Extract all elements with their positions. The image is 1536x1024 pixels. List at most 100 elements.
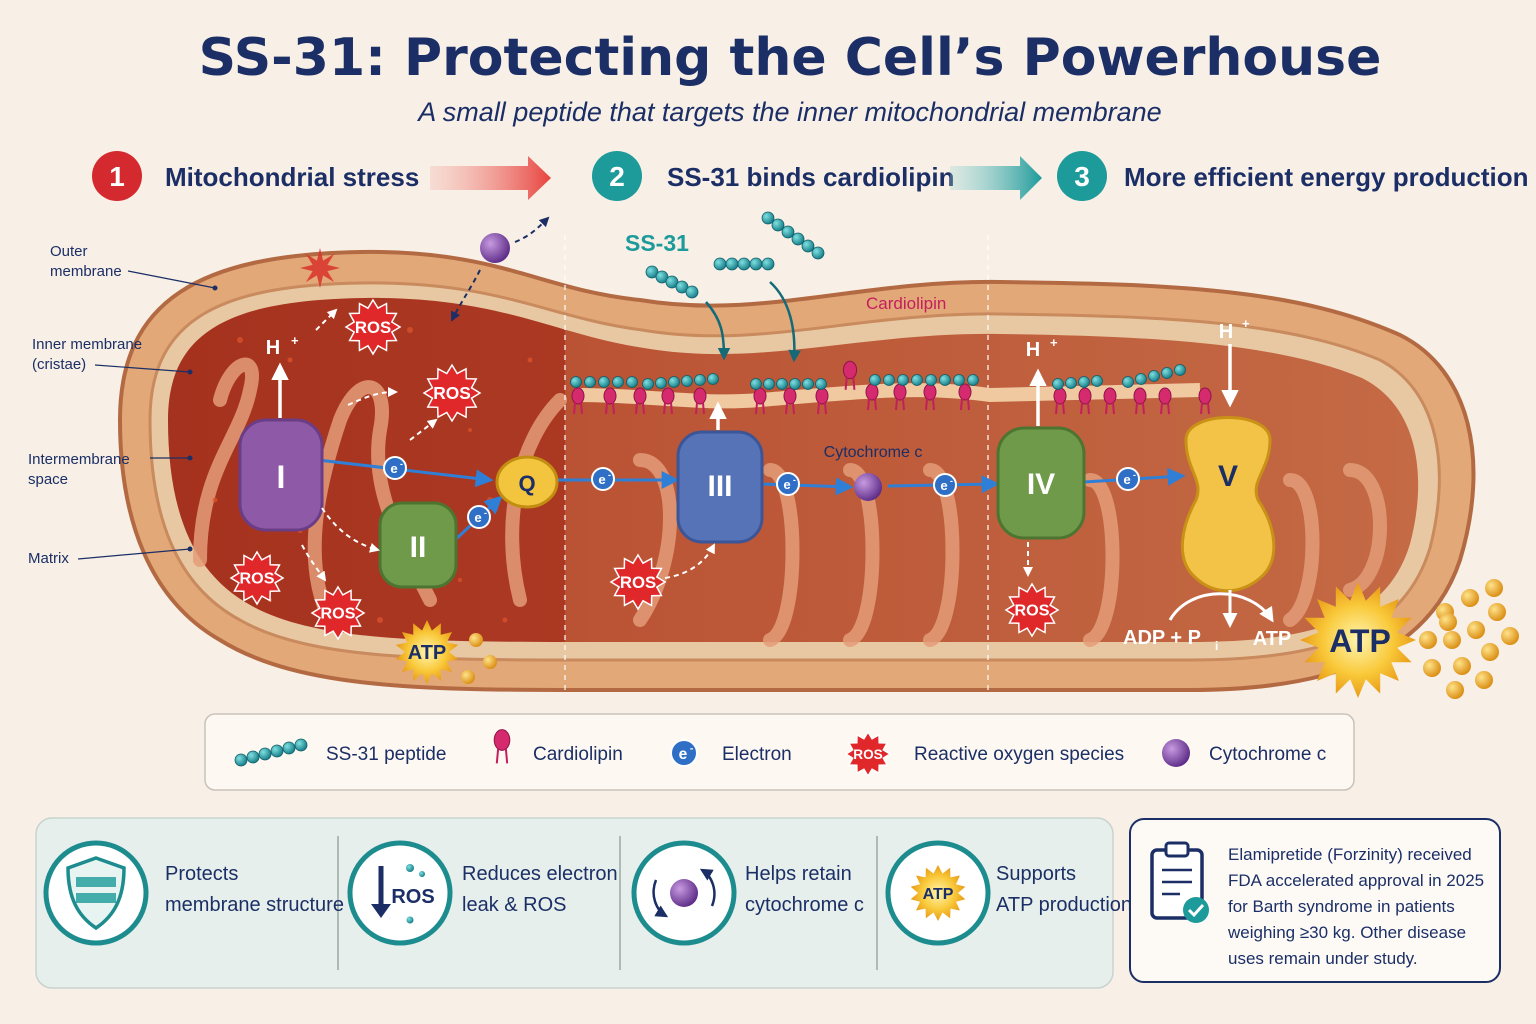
note-line-1: Elamipretide (Forzinity) received xyxy=(1228,845,1472,864)
ros-burst-label: ROS xyxy=(433,383,471,403)
leader-inner-dot xyxy=(187,369,193,375)
leader-outer xyxy=(127,270,216,289)
complex-ii: II xyxy=(378,501,458,589)
ss31-bound-cluster xyxy=(570,364,1186,390)
adp-to-atp-arrow xyxy=(1168,592,1274,623)
electron-label: e xyxy=(940,478,947,493)
ros-burst-label: ROS xyxy=(853,747,883,762)
cardiolipin-molecule xyxy=(1133,387,1147,415)
ss31-peptide xyxy=(1122,364,1186,388)
atp-low: ATP xyxy=(395,620,497,684)
legend-item-cardiolipin: Cardiolipin xyxy=(493,729,623,765)
atp-molecule xyxy=(1467,621,1485,639)
cardiolipin-molecule xyxy=(1158,387,1172,415)
ros-burst-label: ROS xyxy=(620,573,656,592)
benefit-protects-membrane: Protects membrane structure xyxy=(43,840,344,946)
step-2: 2 SS-31 binds cardiolipin xyxy=(592,151,955,201)
atp-molecule xyxy=(1488,603,1506,621)
ss31-peptide xyxy=(750,378,827,390)
ros-bursts: ROS ROS ROS ROS ROS ROS xyxy=(229,248,1060,641)
electron-label: e xyxy=(474,510,481,525)
electron-label: e xyxy=(1123,472,1130,487)
ss31-peptide xyxy=(642,373,719,390)
electron-label: e xyxy=(390,461,397,476)
benefit-1-line2: membrane structure xyxy=(165,894,344,916)
ros-icon: ROS xyxy=(844,730,892,778)
complex-v: V xyxy=(1180,416,1276,593)
proton-label-4: H xyxy=(1026,339,1040,361)
cytochrome-c: Cytochrome c xyxy=(824,444,923,501)
atp-molecule xyxy=(1443,631,1461,649)
ros-burst: ROS xyxy=(344,298,402,356)
ros-burst-label: ROS xyxy=(355,318,391,337)
cardiolipin-icon xyxy=(493,729,511,764)
cardiolipin-molecule xyxy=(603,387,617,415)
benefit-3-line1: Helps retain xyxy=(745,863,852,885)
electron-sup: - xyxy=(793,475,796,485)
cardiolipin-molecule xyxy=(1053,387,1067,415)
legend-item-electron: e- Electron xyxy=(670,739,792,767)
electron: e- xyxy=(933,473,957,497)
adp-label: ADP + P xyxy=(1123,627,1201,649)
legend-item-ss31: SS-31 peptide xyxy=(234,738,446,767)
cytochrome-c-label: Cytochrome c xyxy=(824,444,923,461)
atp-support-text: ATP xyxy=(923,886,954,903)
atp-low-label: ATP xyxy=(408,642,447,664)
ros-burst-label: ROS xyxy=(321,605,356,623)
ss31-peptide xyxy=(1052,375,1103,390)
note-line-4: weighing ≥30 kg. Other disease xyxy=(1227,923,1466,942)
electron-sup: - xyxy=(608,470,611,480)
cardiolipin-molecule xyxy=(842,360,858,390)
note-line-5: uses remain under study. xyxy=(1228,949,1418,968)
leader-matrix xyxy=(77,548,191,560)
cardiolipin-molecule xyxy=(1198,387,1212,415)
shield-membrane-icon xyxy=(66,856,126,931)
ss31-peptide-icon xyxy=(234,738,308,767)
legend-panel: SS-31 peptide Cardiolipin e- Electron RO… xyxy=(204,713,1355,791)
approval-note: Elamipretide (Forzinity) received FDA ac… xyxy=(1129,818,1501,983)
ss31-peptide xyxy=(761,211,825,260)
page-title: SS-31: Protecting the Cell’s Powerhouse xyxy=(199,28,1382,88)
ros-burst-label: ROS xyxy=(240,570,275,588)
benefit-4-line2: ATP production xyxy=(996,894,1132,916)
atp-molecule xyxy=(1423,659,1441,677)
label-inner: Inner membrane xyxy=(32,336,142,353)
note-line-3: for Barth syndrome in patients xyxy=(1228,897,1455,916)
electron: e- xyxy=(1116,467,1140,491)
free-ss31-peptides xyxy=(645,211,825,299)
atp-support-icon: ATP xyxy=(910,865,966,921)
atp-molecule xyxy=(1481,643,1499,661)
cardiolipin-molecule xyxy=(1103,387,1117,415)
cardiolipin-molecule xyxy=(958,383,972,411)
anatomy-labels: Outer membrane Inner membrane (cristae) … xyxy=(28,243,218,567)
leader-ims-dot xyxy=(187,455,193,461)
ros-burst: ROS xyxy=(1004,582,1060,638)
complex-iv-label: IV xyxy=(1027,468,1055,501)
step-1-number: 1 xyxy=(109,161,125,192)
electron-label: e xyxy=(783,477,790,492)
atp-high-label: ATP xyxy=(1329,623,1391,659)
ss31-approach-arrows xyxy=(705,281,801,363)
legend-label-electron: Electron xyxy=(722,744,792,765)
cardiolipin-molecule xyxy=(661,387,675,415)
ros-reduction-text: ROS xyxy=(391,886,434,908)
atp-high-burst xyxy=(1300,582,1416,698)
label-ims-2: space xyxy=(28,471,68,488)
complex-i: I xyxy=(238,418,324,532)
ros-burst: ROS xyxy=(844,730,892,778)
label-ims: Intermembrane xyxy=(28,451,130,468)
label-matrix: Matrix xyxy=(28,550,69,567)
step-2-badge xyxy=(592,151,642,201)
proton-flows: H + H + H + xyxy=(266,316,1274,628)
benefit-retains-cytochrome: Helps retain cytochrome c xyxy=(631,840,864,946)
complex-ii-label: II xyxy=(410,531,427,564)
benefit-2-line2: leak & ROS xyxy=(462,894,566,916)
legend-label-ss31: SS-31 peptide xyxy=(326,744,446,765)
electron-sup: - xyxy=(690,744,694,755)
membrane-damage-flare xyxy=(300,248,340,288)
electron: e- xyxy=(670,739,698,767)
complex-i-label: I xyxy=(277,459,286,495)
benefit-reduces-ros: ROS Reduces electron leak & ROS xyxy=(347,840,618,946)
ss31-peptide xyxy=(570,376,638,388)
